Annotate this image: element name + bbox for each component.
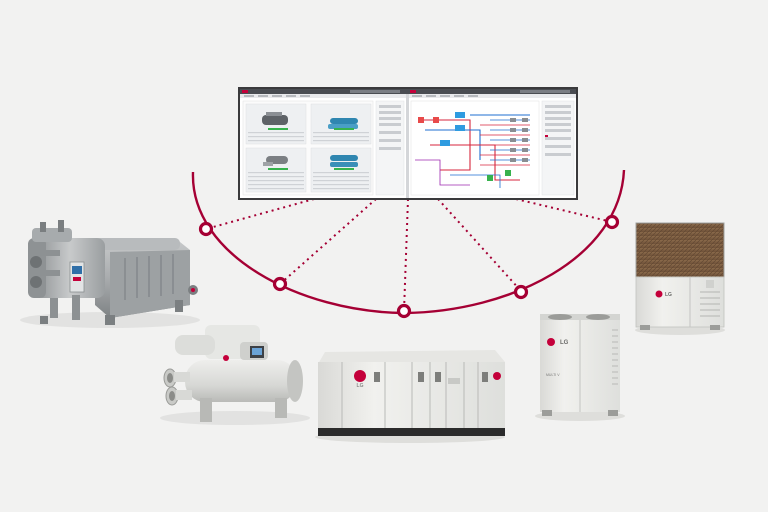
node-ghp (604, 214, 620, 230)
air-handling-unit: LG (315, 350, 505, 443)
node-multi-v (513, 284, 529, 300)
lg-logo-multi-v (547, 338, 555, 346)
ghp-outdoor-unit: LG (635, 222, 725, 335)
absorption-chiller (20, 220, 200, 328)
model-label: MULTI V (546, 373, 560, 377)
node-absorption-chiller (198, 221, 214, 237)
lg-logo-ghp (655, 290, 663, 298)
lg-wordmark: LG (560, 340, 569, 346)
centrifugal-chiller (160, 325, 310, 425)
lg-logo-ahu (354, 370, 366, 382)
lg-wordmark-ghp: LG (665, 292, 672, 298)
svg-text:LG: LG (357, 383, 364, 389)
multi-v-outdoor-unit: LG MULTI V (535, 314, 625, 421)
node-air-handling-unit (396, 303, 412, 319)
software-screen (238, 87, 578, 200)
node-centrifugal-chiller (272, 276, 288, 292)
connection-lines (205, 198, 613, 312)
network-nodes (198, 214, 620, 319)
lg-logo-centrifugal (223, 355, 229, 361)
lg-logo-absorption (73, 277, 81, 281)
